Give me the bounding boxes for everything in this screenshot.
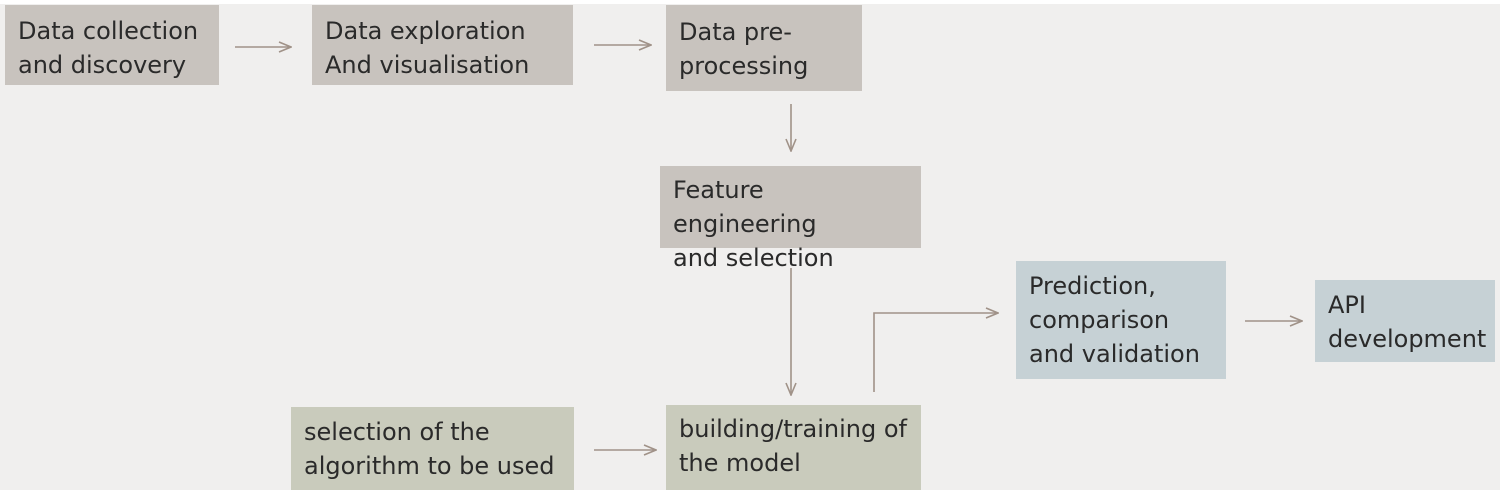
step-label-line: Data pre- [679,18,792,46]
step-feature-engineering: Feature engineering and selection [660,166,921,272]
step-api-development: API development [1315,280,1495,362]
step-label-line: development [1328,325,1487,353]
step-model-training: building/training of the model [666,405,921,490]
step-label-line: Feature engineering [673,176,817,238]
step-label-line: and validation [1029,340,1200,368]
step-label-line: processing [679,52,809,80]
step-data-exploration: Data exploration And visualisation [312,5,573,85]
step-label-line: API [1328,291,1366,319]
step-label-line: And visualisation [325,51,530,79]
step-label-line: comparison [1029,306,1170,334]
step-label-line: building/training of [679,415,907,443]
step-label-line: Data exploration [325,17,526,45]
arrow-training-to-prediction [873,313,998,392]
step-label-line: and discovery [18,51,187,79]
step-label-line: and selection [673,244,834,272]
step-label-line: selection of the [304,418,490,446]
step-algorithm-selection: selection of the algorithm to be used [291,407,574,490]
step-label-line: Data collection [18,17,199,45]
step-data-collection: Data collection and discovery [5,5,219,85]
step-data-preprocessing: Data pre- processing [666,5,862,91]
step-label-line: the model [679,449,801,477]
step-label-line: Prediction, [1029,272,1156,300]
step-prediction-validation: Prediction, comparison and validation [1016,261,1226,379]
step-label-line: algorithm to be used [304,452,555,480]
